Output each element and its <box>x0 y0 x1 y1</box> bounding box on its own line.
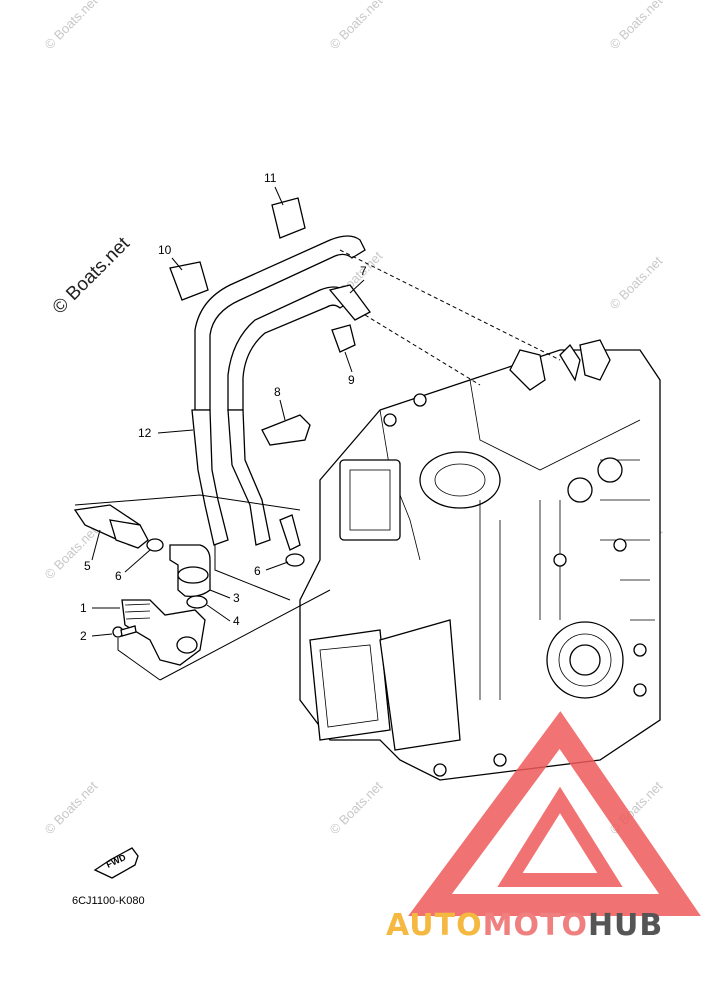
brand-part-3: HUB <box>588 908 663 943</box>
watermark-1: © Boats.net <box>42 0 101 52</box>
callout-11: 11 <box>264 171 277 185</box>
callout-5: 5 <box>84 559 91 573</box>
part-8-holder <box>261 414 311 446</box>
part-7-hose <box>328 284 371 321</box>
callout-2: 2 <box>80 629 87 643</box>
engine-block <box>299 339 661 781</box>
callout-4: 4 <box>233 614 240 628</box>
part-5-pipe <box>73 504 149 549</box>
watermark-5: © Boats.net <box>607 253 666 312</box>
diagram-code: 6CJ1100-K080 <box>72 895 145 907</box>
watermark-large: © Boats.net <box>49 233 135 319</box>
part-10-clamp <box>169 261 209 301</box>
watermark-6: © Boats.net <box>42 523 101 582</box>
brand-wordmark: AUTOMOTOHUB <box>386 908 663 943</box>
callout-12: 12 <box>138 426 152 440</box>
part-1-sensor <box>121 599 206 666</box>
brand-part-2: MOTO <box>483 908 588 943</box>
brand-part-1: AUTO <box>386 908 483 943</box>
callout-10: 10 <box>158 243 172 257</box>
part-11-clamp <box>271 197 306 239</box>
callout-6b: 6 <box>254 564 261 578</box>
leader-lines <box>74 249 561 681</box>
watermark-9: © Boats.net <box>327 778 386 837</box>
watermark-2: © Boats.net <box>327 0 386 52</box>
part-4-o-ring <box>186 595 208 609</box>
fwd-arrow-icon: FWD <box>93 847 139 879</box>
watermark-3: © Boats.net <box>607 0 666 52</box>
watermark-8: © Boats.net <box>42 778 101 837</box>
callouts: 1 2 3 4 5 6 6 7 8 9 10 11 12 <box>80 171 367 643</box>
brand-logo-triangle <box>408 711 701 916</box>
callout-9: 9 <box>348 373 355 387</box>
part-6-clamp-2 <box>285 553 305 567</box>
callout-1: 1 <box>80 601 87 615</box>
part-2-bolt <box>112 625 137 638</box>
part-6-clamp <box>146 538 164 552</box>
callout-3: 3 <box>233 591 240 605</box>
part-9-clamp <box>331 324 356 353</box>
callout-8: 8 <box>274 385 281 399</box>
part-3-elbow <box>169 544 211 598</box>
callout-6a: 6 <box>115 569 122 583</box>
callout-7: 7 <box>360 264 367 278</box>
